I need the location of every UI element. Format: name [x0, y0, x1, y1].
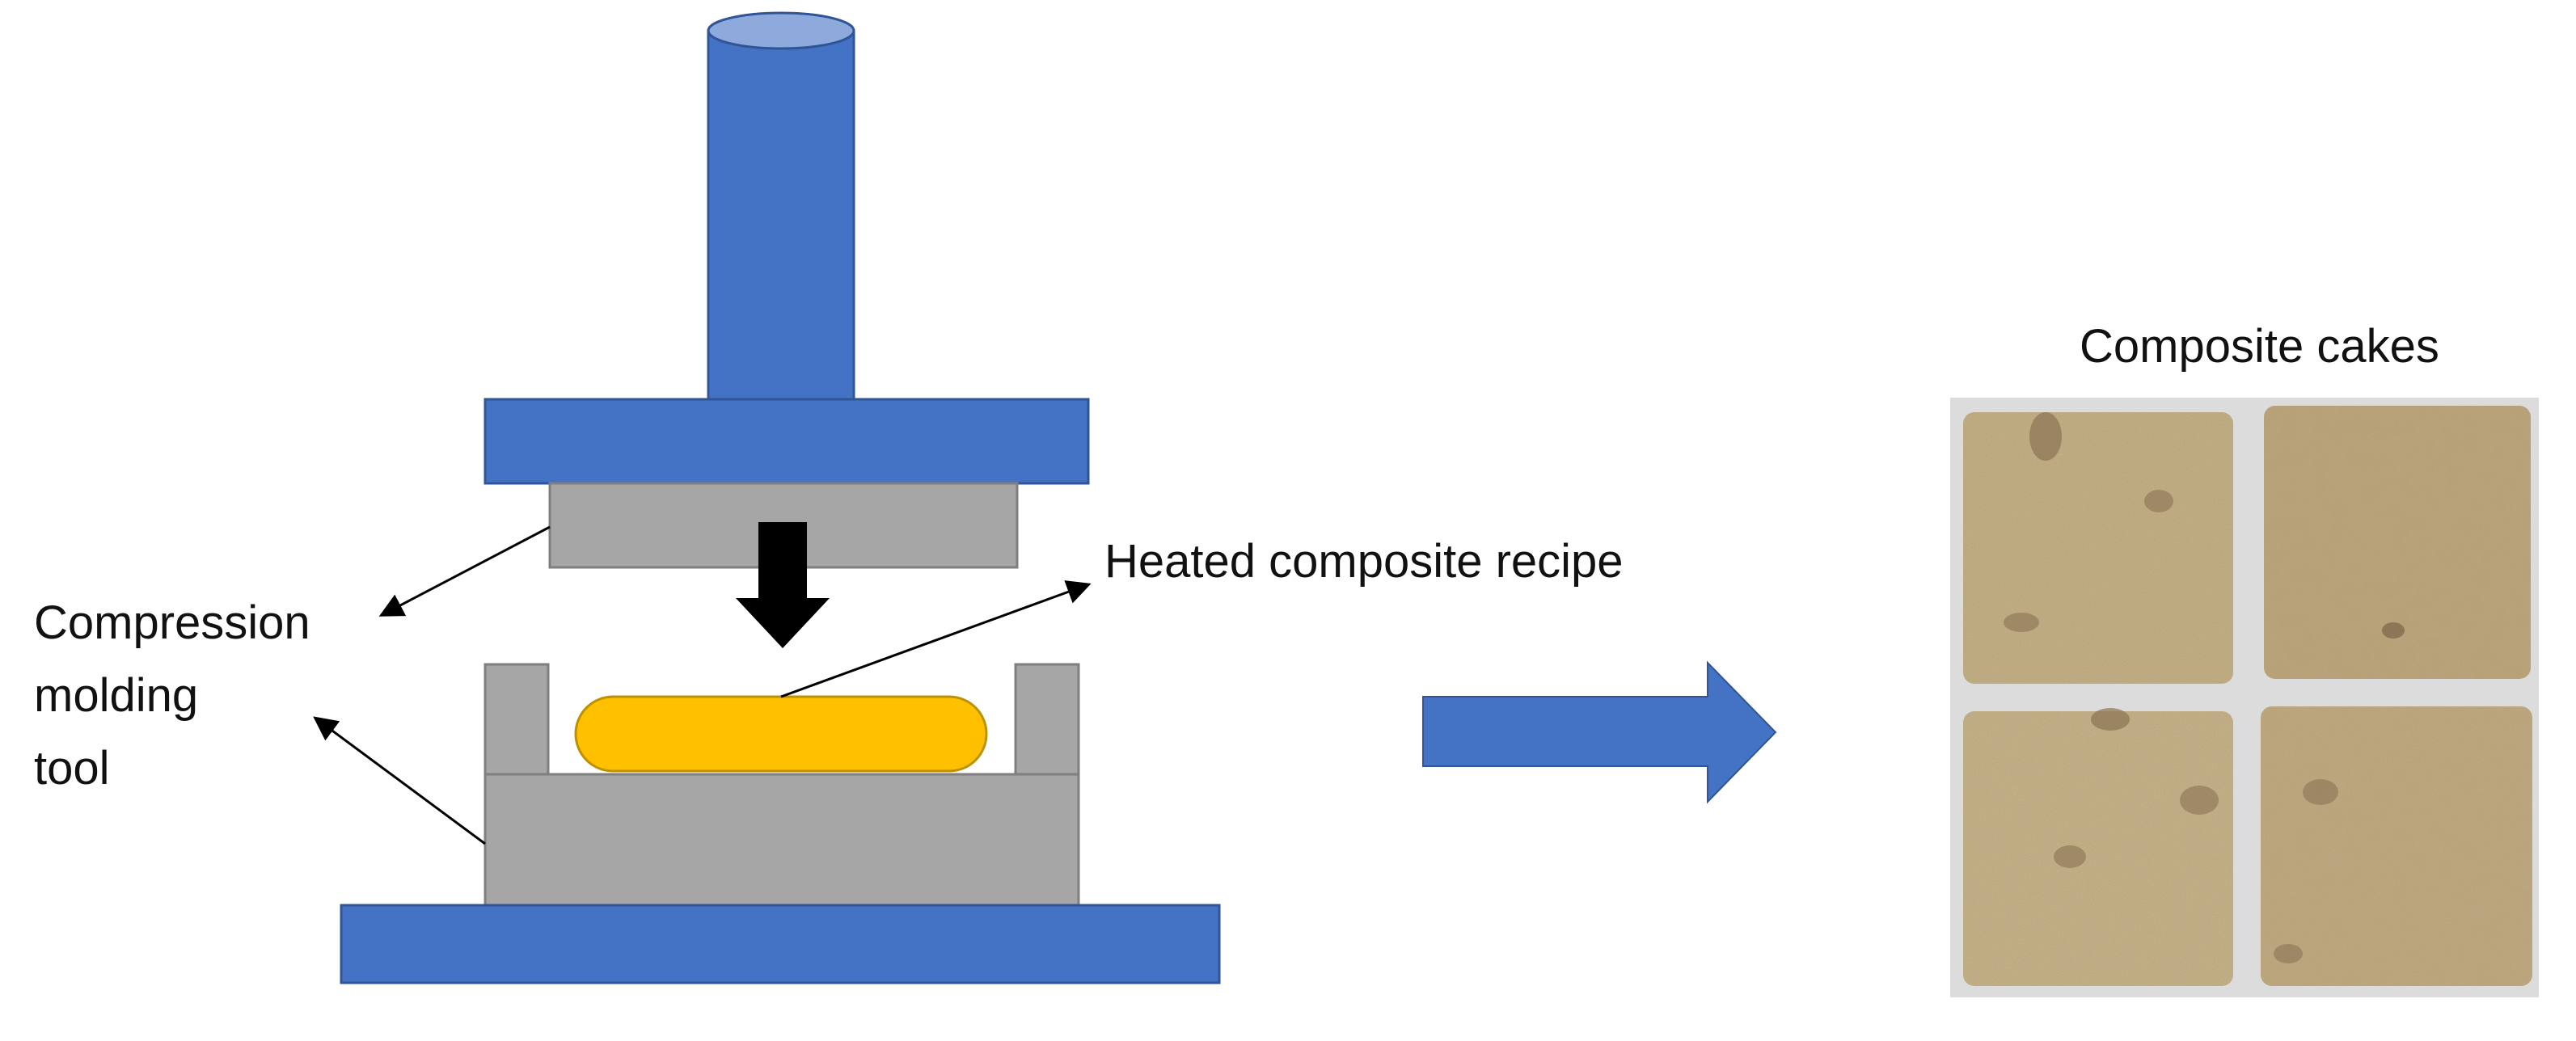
cake-tile — [1963, 708, 2233, 986]
leader-line-lower-mold — [313, 716, 486, 845]
upper-platen — [484, 398, 1090, 485]
composite-recipe-charge — [574, 695, 988, 773]
tool-label-line-2: molding — [34, 669, 199, 722]
lower-platen — [340, 904, 1221, 984]
cake-tile — [1963, 412, 2233, 684]
composite-cakes-photo — [1950, 398, 2539, 997]
leader-line-upper-mold — [378, 525, 551, 617]
down-arrow-icon — [736, 522, 830, 648]
cake-tile — [2264, 406, 2531, 679]
cake-tile — [2261, 706, 2532, 986]
heated-composite-recipe-label: Heated composite recipe — [1104, 535, 1624, 588]
compression-molding-tool-label: Compression molding tool — [34, 587, 310, 805]
press-ram — [707, 11, 855, 401]
leader-line-recipe — [780, 580, 1092, 698]
tool-label-line-1: Compression — [34, 596, 310, 649]
right-arrow-icon — [1422, 660, 1777, 804]
composite-cakes-label: Composite cakes — [2080, 320, 2439, 373]
lower-mold-cavity — [484, 663, 1080, 907]
tool-label-line-3: tool — [34, 742, 110, 794]
